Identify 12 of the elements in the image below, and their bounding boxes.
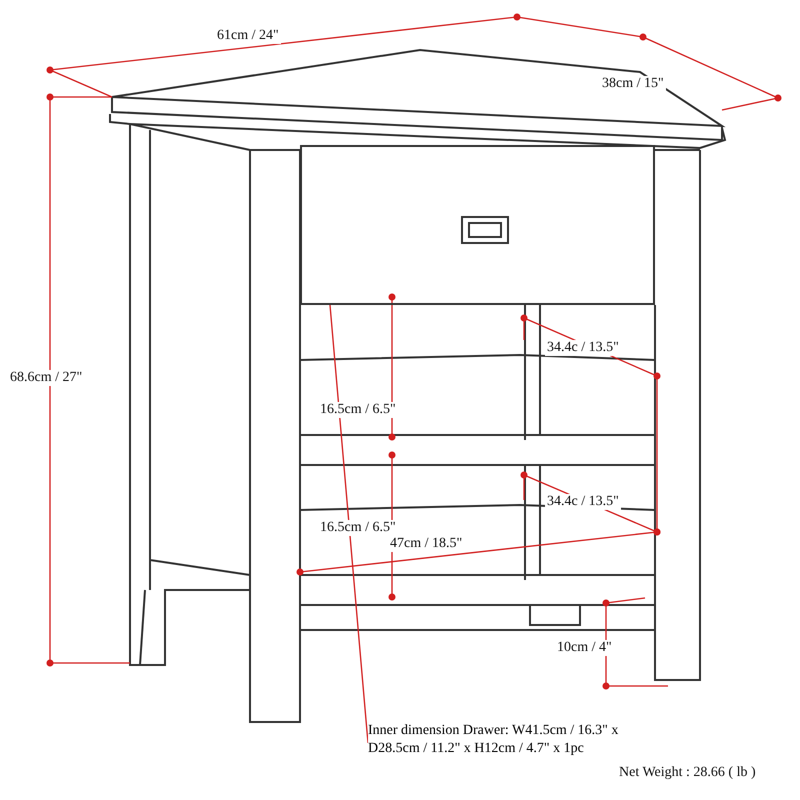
dimension-label: 61cm / 24" [215,28,281,44]
dimension-label: 34.4c / 13.5" [545,340,621,356]
dimension-label: 38cm / 15" [600,76,666,92]
dimension-label: 16.5cm / 6.5" [318,520,398,536]
dimension-label: 10cm / 4" [555,640,614,656]
dimension-label: 68.6cm / 27" [8,370,84,386]
dimension-label: 16.5cm / 6.5" [318,402,398,418]
weight-note: Net Weight : 28.66 ( lb ) [617,765,758,781]
dimension-label: 34.4c / 13.5" [545,494,621,510]
drawer-front [300,145,655,305]
leader-line [329,304,369,744]
dimension-label: 47cm / 18.5" [388,536,464,552]
